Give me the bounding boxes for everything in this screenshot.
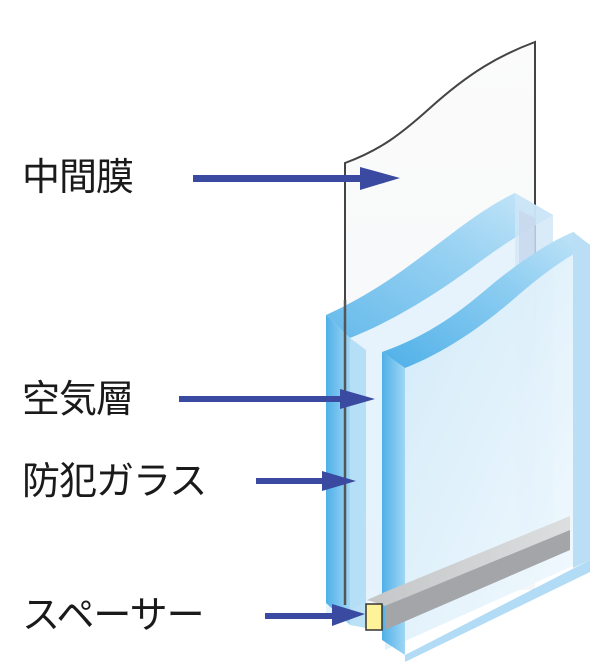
label-interlayer: 中間膜 xyxy=(22,155,134,199)
arrow-spacer xyxy=(265,604,365,626)
label-spacer: スペーサー xyxy=(22,593,205,637)
arrow-air-layer xyxy=(179,389,375,409)
spacer-end xyxy=(365,603,383,631)
label-air-layer: 空気層 xyxy=(22,377,134,421)
arrow-security-glass xyxy=(256,471,356,491)
label-security-glass: 防犯ガラス xyxy=(22,459,207,503)
spacer-bar xyxy=(365,516,570,631)
arrow-interlayer xyxy=(193,167,400,190)
